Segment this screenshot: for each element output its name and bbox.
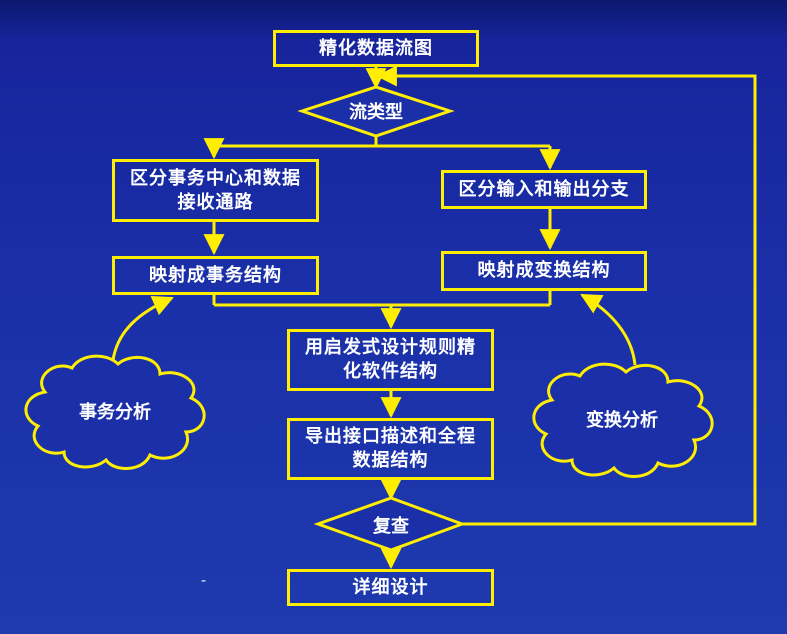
cloud-transform-analysis: 变换分析 [586,410,658,431]
diamond-review [313,496,467,552]
cloud-transaction-analysis: 事务分析 [79,402,151,423]
node-refine-dfd: 精化数据流图 [273,30,479,67]
edge-cloud-to-map-transaction [111,295,174,361]
top-band [0,0,787,40]
node-review-label: 复查 [373,516,409,537]
diamond-flow-type [297,85,455,138]
node-flow-type-label: 流类型 [349,102,403,123]
cloud-transaction-shape [24,354,206,470]
node-detailed-design: 详细设计 [287,569,494,606]
node-transaction-split: 区分事务中心和数据接收通路 [112,159,319,222]
node-derive-interface: 导出接口描述和全程数据结构 [287,418,494,480]
edge-cloud-to-map-transform [580,293,637,366]
node-transform-split: 区分输入和输出分支 [441,170,647,209]
node-map-transform: 映射成变换结构 [441,251,647,291]
stray-mark: - [201,573,207,589]
node-map-transaction: 映射成事务结构 [112,256,319,295]
edge-feedback-loop [375,65,757,526]
cloud-transform-shape [532,362,714,478]
node-heuristic-refine: 用启发式设计规则精化软件结构 [287,329,494,391]
